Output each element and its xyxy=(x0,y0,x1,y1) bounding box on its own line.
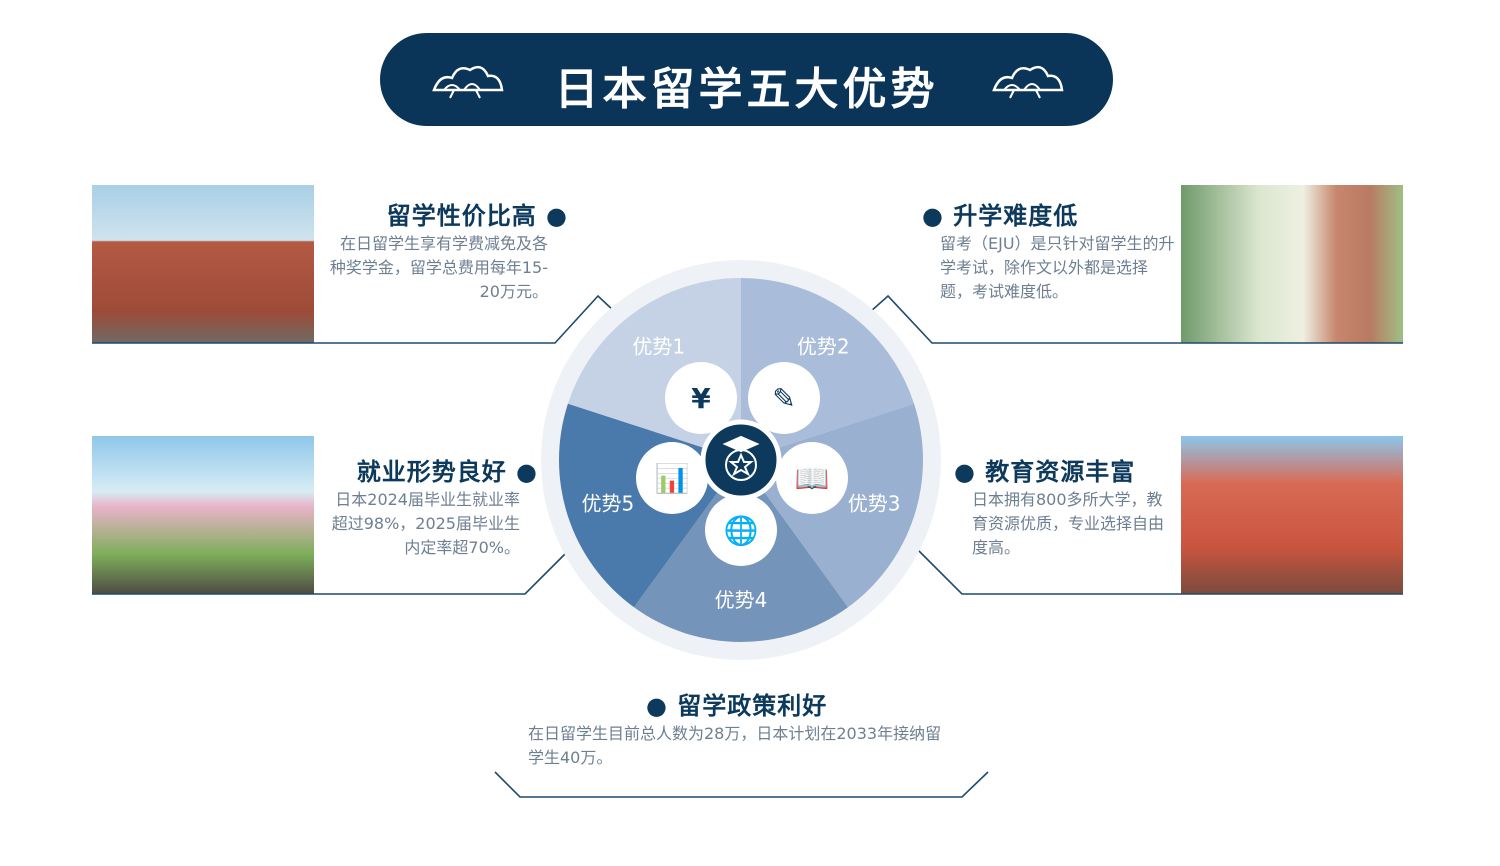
globe-graduation-cap-icon: 🌐 xyxy=(724,514,759,547)
segment-label-4: 优势4 xyxy=(715,588,768,612)
segment-label-1: 优势1 xyxy=(632,335,685,359)
advantage-5-desc: 日本2024届毕业生就业率超过98%，2025届毕业生内定率超70%。 xyxy=(331,490,520,557)
segment-label-2: 优势2 xyxy=(797,335,850,359)
wallet-yen-icon: ¥ xyxy=(691,382,711,415)
icon-circle-2 xyxy=(748,362,820,434)
advantage-1-desc: 在日留学生享有学费减免及各种奖学金，留学总费用每年15-20万元。 xyxy=(329,234,548,301)
advantage-3-desc: 日本拥有800多所大学，教育资源优质，专业选择自由度高。 xyxy=(972,490,1165,557)
advantage-2-title: ● 升学难度低 xyxy=(922,202,1079,230)
icon-circle-1 xyxy=(665,362,737,434)
segment-label-3: 优势3 xyxy=(848,491,901,515)
sakura-graduation-emblem-icon xyxy=(722,435,760,481)
graduate-clock-tower-image xyxy=(1181,185,1403,343)
kyoto-university-image xyxy=(92,436,314,594)
open-book-icon: 📖 xyxy=(795,462,830,495)
university-tower-image xyxy=(92,185,314,343)
document-pen-icon: ✎ xyxy=(772,382,795,415)
advantage-5-title: 就业形势良好 ● xyxy=(356,458,538,486)
icon-circle-3 xyxy=(776,442,848,514)
advantage-1-title: 留学性价比高 ● xyxy=(386,202,568,230)
advantage-4-title: ● 留学政策利好 xyxy=(646,692,828,720)
title-banner: 日本留学五大优势 xyxy=(380,33,1113,126)
cloud-ornament-icon xyxy=(992,65,1064,99)
segment-label-5: 优势5 xyxy=(581,491,634,515)
cloud-ornament-icon xyxy=(432,65,504,99)
icon-circle-4 xyxy=(705,494,777,566)
red-brick-building-image xyxy=(1181,436,1403,594)
advantage-3-title: ● 教育资源丰富 xyxy=(954,458,1136,486)
icon-circle-5 xyxy=(636,442,708,514)
connector-lines xyxy=(92,294,1403,798)
page-title: 日本留学五大优势 xyxy=(554,64,939,115)
advantage-2-desc: 留考（EJU）是只针对留学生的升学考试，除作文以外都是选择题，考试难度低。 xyxy=(940,234,1175,301)
center-emblem xyxy=(700,419,782,501)
person-growth-chart-icon: 📊 xyxy=(655,462,690,495)
advantage-4-desc: 在日留学生目前总人数为28万，日本计划在2033年接纳留学生40万。 xyxy=(528,724,942,767)
